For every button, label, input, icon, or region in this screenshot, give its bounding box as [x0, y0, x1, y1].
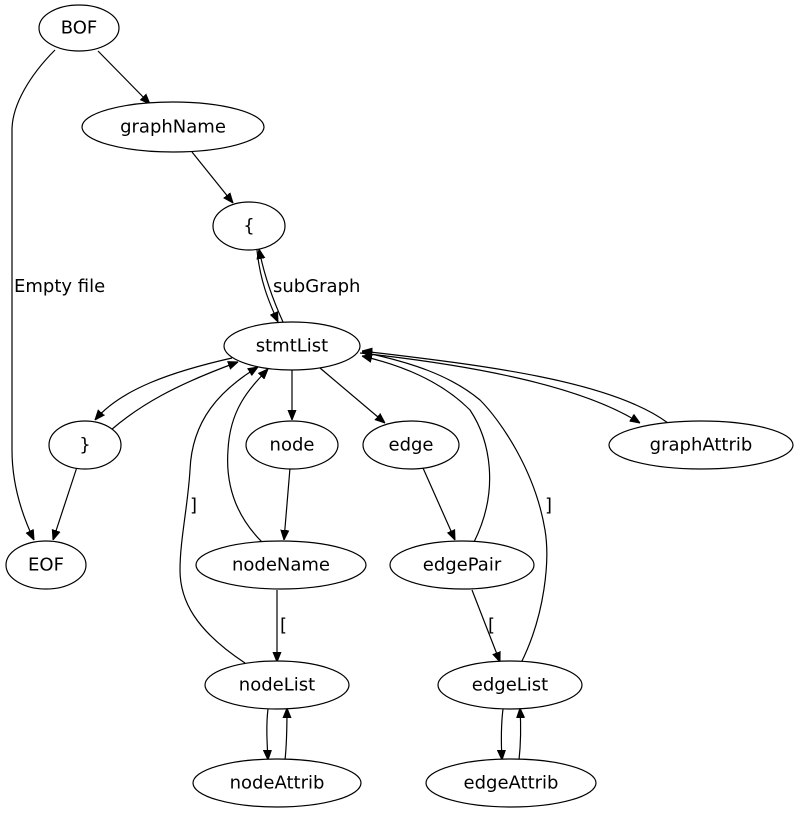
- node-graphattrib: graphAttrib: [608, 420, 794, 470]
- edge-stmtlist-to-graphattrib: [359, 352, 640, 423]
- node-edgeattrib: edgeAttrib: [425, 758, 597, 808]
- node-eof: EOF: [5, 540, 87, 590]
- node-node-label: node: [270, 435, 315, 456]
- node-nodeattrib: nodeAttrib: [192, 758, 362, 808]
- edge-edgepair-to-edgelist: [471, 589, 500, 662]
- node-brace-open: {: [212, 201, 286, 251]
- node-edgelist: edgeList: [437, 660, 583, 710]
- node-graphattrib-label: graphAttrib: [650, 435, 753, 456]
- edge-label-nodename-open: [: [280, 615, 287, 636]
- node-bof-label: BOF: [61, 18, 98, 39]
- node-nodelist: nodeList: [204, 660, 350, 710]
- edge-bof-to-graphname: [97, 50, 150, 104]
- edge-bof-to-eof: [11, 49, 56, 540]
- edge-edgeattrib-to-edgelist: [519, 708, 521, 761]
- node-eof-label: EOF: [28, 555, 64, 576]
- edge-graphattrib-to-stmtlist: [362, 351, 669, 424]
- node-stmtlist: stmtList: [223, 321, 361, 371]
- edge-label-subgraph: subGraph: [273, 276, 360, 297]
- node-nodename: nodeName: [195, 540, 367, 590]
- node-node: node: [245, 420, 339, 470]
- edge-stmtlist-to-edge: [319, 367, 385, 423]
- node-stmtlist-label: stmtList: [256, 336, 329, 357]
- edge-label-edgepair-open: [: [488, 615, 495, 636]
- edge-nodename-to-stmtlist: [227, 369, 268, 543]
- node-graphname-label: graphName: [120, 117, 226, 138]
- edge-nodelist-to-nodeattrib: [267, 708, 268, 760]
- node-nodelist-label: nodeList: [239, 675, 315, 696]
- node-edgeattrib-label: edgeAttrib: [464, 773, 559, 794]
- edge-graphname-to-brace-open: [191, 151, 233, 203]
- edge-nodelist-to-stmtlist: [179, 367, 258, 664]
- node-edgepair-label: edgePair: [423, 555, 502, 576]
- node-edgepair: edgePair: [389, 540, 535, 590]
- nodes: BOF graphName { stmtList } node edge gr: [5, 4, 794, 808]
- node-brace-open-label: {: [243, 216, 254, 237]
- node-nodename-label: nodeName: [232, 555, 330, 576]
- node-nodeattrib-label: nodeAttrib: [230, 773, 325, 794]
- edge-brace-close-to-eof: [53, 466, 78, 540]
- node-brace-close: }: [48, 420, 122, 470]
- node-brace-close-label: }: [79, 435, 90, 456]
- edge-label-edgelist-close: ]: [545, 495, 552, 516]
- edge-label-empty-file: Empty file: [14, 276, 105, 297]
- node-bof: BOF: [38, 4, 120, 52]
- edge-edgelist-to-stmtlist: [362, 352, 548, 664]
- node-edgelist-label: edgeList: [472, 675, 548, 696]
- node-edge-label: edge: [389, 435, 434, 456]
- edge-brace-close-to-stmtlist: [110, 362, 238, 431]
- edge-stmtlist-to-brace-open-subgraph: [259, 249, 284, 323]
- edge-labels: Empty file subGraph ] ] [ [: [14, 276, 552, 636]
- edges: [11, 49, 669, 761]
- edge-edgelist-to-edgeattrib: [501, 708, 503, 760]
- edge-nodeattrib-to-nodelist: [285, 708, 287, 761]
- edge-edge-to-edgepair: [422, 467, 456, 540]
- node-graphname: graphName: [81, 101, 265, 153]
- node-edge: edge: [362, 420, 460, 470]
- edge-stmtlist-to-brace-close: [95, 357, 233, 420]
- edge-edgepair-to-stmtlist: [362, 356, 491, 543]
- edge-label-nodelist-close: ]: [190, 495, 197, 516]
- edge-node-to-nodename: [284, 467, 291, 540]
